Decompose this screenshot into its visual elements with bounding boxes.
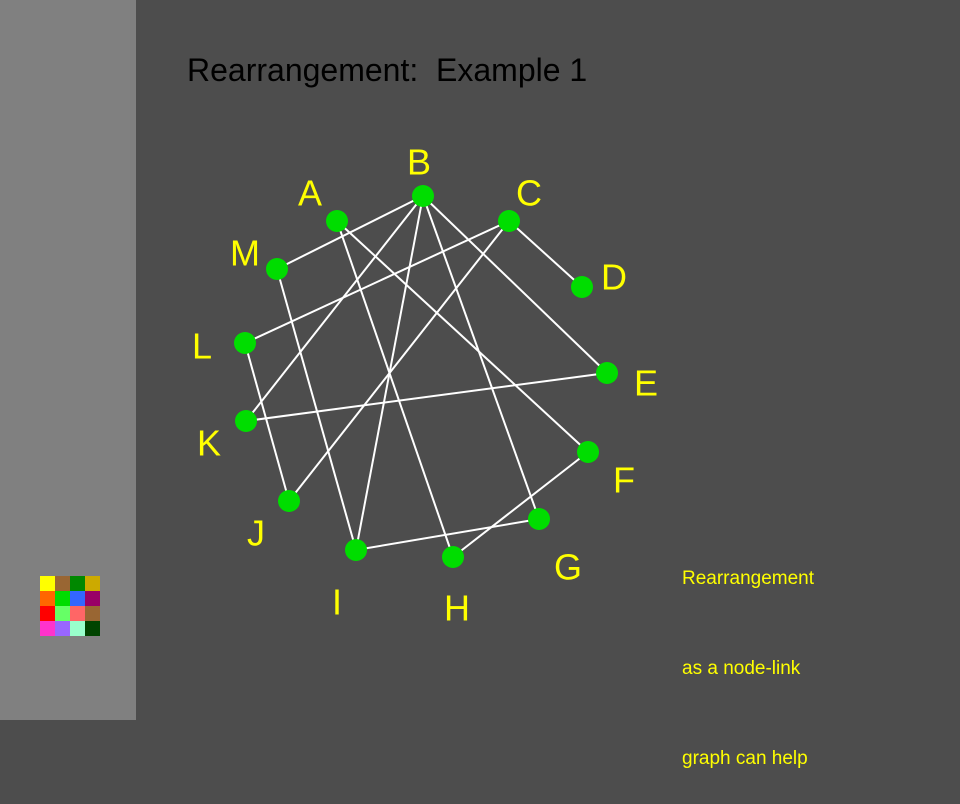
node-f [577,441,599,463]
edge-b-k [245,195,424,422]
node-link-graph: A B C D E F G H I J K L M [192,142,658,629]
node-a [326,210,348,232]
graph-nodes [234,185,618,568]
palette-swatch [40,576,55,591]
node-b [412,185,434,207]
node-label-f: F [613,460,635,501]
edge-b-e [422,195,608,374]
node-h [442,546,464,568]
palette-swatch [70,591,85,606]
note-line: Rearrangement [682,568,815,589]
node-label-k: K [197,423,221,464]
node-label-l: L [192,326,212,367]
edge-b-g [422,195,540,520]
node-label-h: H [444,588,470,629]
edge-c-j [288,220,510,502]
node-c [498,210,520,232]
edge-c-d [508,220,583,288]
palette-swatch [40,591,55,606]
color-palette [40,576,100,636]
node-l [234,332,256,354]
palette-swatch [40,621,55,636]
note-text: Rearrangement as a node-link graph can h… [682,504,814,804]
edge-c-l [244,220,510,344]
node-j [278,490,300,512]
palette-swatch [55,576,70,591]
node-label-e: E [634,363,658,404]
palette-swatch [85,606,100,621]
node-label-i: I [332,582,342,623]
node-label-m: M [230,233,260,274]
node-label-c: C [516,173,542,214]
node-e [596,362,618,384]
edge-h-f [452,451,589,558]
palette-swatch [70,606,85,621]
graph-edges [244,195,608,558]
note-line: graph can help [682,748,808,769]
palette-swatch [70,621,85,636]
edge-a-f [336,220,589,453]
node-m [266,258,288,280]
edge-l-j [244,342,290,502]
edge-a-h [336,220,454,558]
graph-labels: A B C D E F G H I J K L M [192,142,658,629]
node-d [571,276,593,298]
node-label-b: B [407,142,431,183]
node-label-d: D [601,257,627,298]
palette-swatch [85,621,100,636]
edge-k-e [245,372,608,422]
slide-title: Rearrangement: Example 1 [187,52,588,88]
node-i [345,539,367,561]
node-g [528,508,550,530]
palette-swatch [55,621,70,636]
node-label-j: J [247,513,265,554]
palette-swatch [40,606,55,621]
palette-swatch [85,591,100,606]
edge-m-i [276,268,357,551]
palette-swatch [55,591,70,606]
note-line: as a node-link [682,658,801,679]
palette-swatch [55,606,70,621]
node-label-a: A [298,173,322,214]
palette-swatch [85,576,100,591]
node-label-g: G [554,547,582,588]
palette-swatch [70,576,85,591]
edge-i-g [355,518,540,551]
node-k [235,410,257,432]
